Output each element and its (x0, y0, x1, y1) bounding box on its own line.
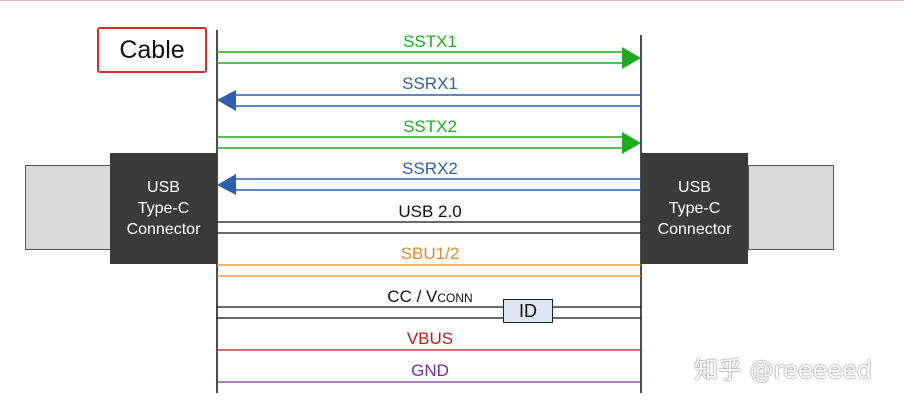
cc-label-main: CC / V (387, 287, 438, 306)
sstx1-label: SSTX1 (403, 32, 457, 51)
ssrx2-label: SSRX2 (402, 159, 458, 178)
top-border (0, 0, 904, 1)
cable-label-box: Cable (97, 27, 207, 73)
id-resistor-box: ID (503, 299, 553, 323)
ssrx2-arrow-icon (217, 174, 236, 195)
cc-label-sub: CONN (437, 291, 473, 305)
left-connector-line1: USB (147, 179, 180, 196)
left-plug (25, 165, 111, 250)
watermark: 知乎 @reeeeed (694, 356, 873, 384)
right-connector-line2: Type-C (668, 200, 721, 217)
right-connector-line3: Connector (657, 221, 732, 238)
left-connector-line2: Type-C (137, 200, 190, 217)
gnd-label: GND (411, 361, 449, 380)
right-usb-typec-connector: USB Type-C Connector (641, 153, 748, 264)
ssrx1-label: SSRX1 (402, 74, 458, 93)
ssrx1-arrow-icon (217, 90, 236, 111)
sstx2-arrow-icon (622, 132, 641, 154)
right-connector-line1: USB (678, 179, 711, 196)
sbu-label: SBU1/2 (400, 244, 460, 263)
left-usb-typec-connector: USB Type-C Connector (110, 153, 217, 264)
sstx1-arrow-icon (622, 47, 641, 69)
usb20-label: USB 2.0 (398, 202, 462, 221)
left-connector-line3: Connector (126, 221, 201, 238)
sstx2-label: SSTX2 (403, 117, 457, 136)
cc-vconn-label: CC / VCONN (280, 287, 580, 307)
right-plug (748, 165, 834, 250)
vbus-label: VBUS (406, 329, 454, 348)
cable-label: Cable (119, 35, 185, 64)
id-label: ID (519, 300, 537, 321)
